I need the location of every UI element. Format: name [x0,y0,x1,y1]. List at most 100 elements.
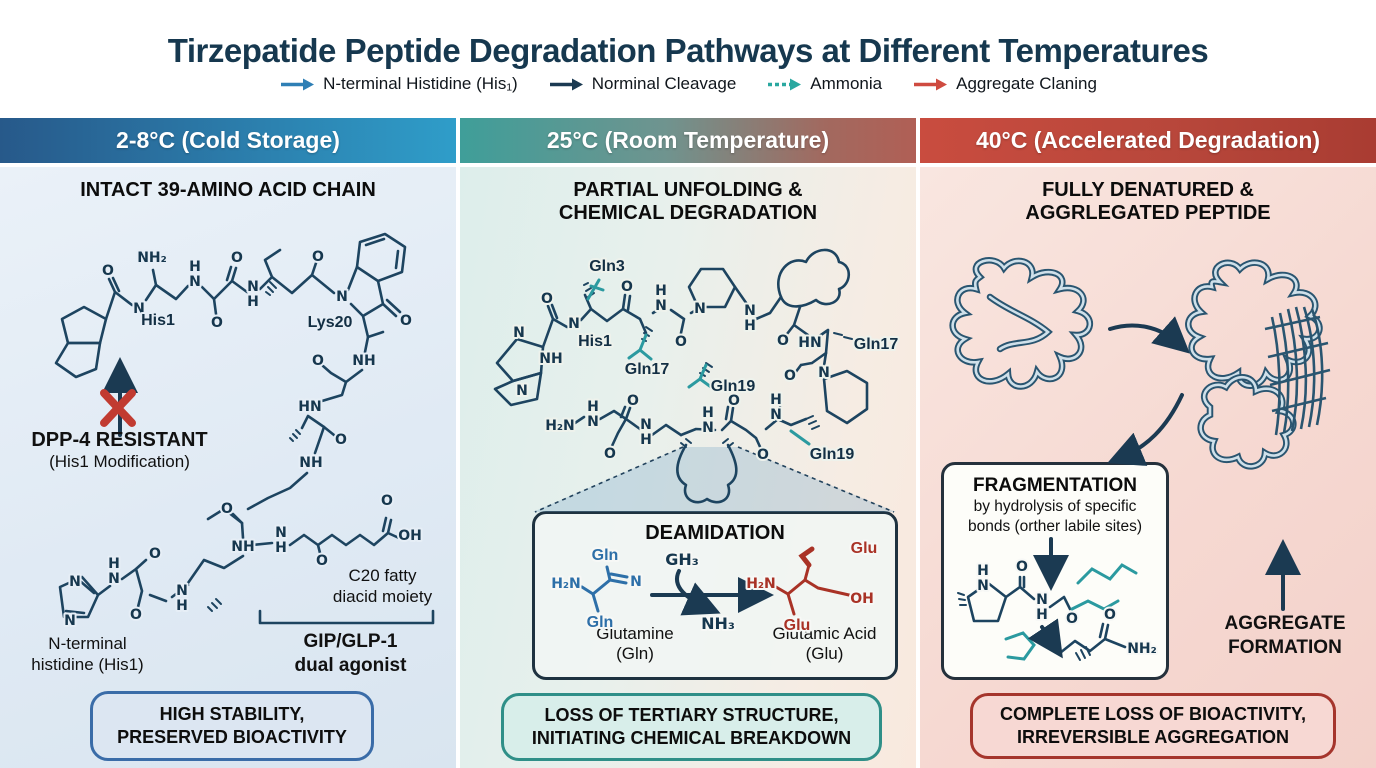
svg-text:O: O [675,334,687,350]
gln19-label: Gln19 [711,378,756,395]
svg-text:O: O [621,279,633,295]
svg-text:O: O [102,263,114,279]
subheader-cold: INTACT 39-AMINO ACID CHAIN [80,179,376,201]
svg-text:H: H [275,540,287,556]
molecule-intact-peptide: O NH₂ N His1 H N O O N H O N Lys20 O O N… [54,232,435,631]
header-cold-storage: 2-8°C (Cold Storage) [0,118,456,163]
svg-text:H: H [770,392,782,408]
status-cold-line2: PRESERVED BIOACTIVITY [117,727,347,747]
status-box-accelerated: COMPLETE LOSS OF BIOACTIVITY, IRREVERSIB… [970,693,1336,759]
gln-top-label: Gln [592,547,619,564]
gln19-label-2: Gln19 [810,446,855,463]
svg-text:N: N [702,420,714,436]
denature-arrow [1108,316,1190,354]
magnifier-cone-edges [534,446,895,513]
svg-text:N: N [275,525,287,541]
svg-text:N: N [630,574,642,590]
subheader-room: PARTIAL UNFOLDING & CHEMICAL DEGRADATION [460,179,916,225]
c20-line2: diacid moiety [332,587,433,607]
nterminal-annotation: N-terminal histidine (His1) [5,633,170,676]
glutamic-caption: Glutamic Acid (Glu) [757,624,892,665]
svg-text:H: H [744,318,756,334]
svg-text:OH: OH [850,591,874,607]
legend-label: N-terminal Histidine (His₁) [323,74,518,93]
glutamic-line1: Glutamic Acid [772,624,877,643]
legend-item-his: N-terminal Histidine (His₁) [279,74,518,94]
legend-label: Aggregate Claning [956,74,1097,93]
svg-text:O: O [335,432,347,448]
fragmentation-caption: by hydrolysis of specific bonds (orther … [944,497,1166,537]
nterm-line1: N-terminal [48,634,127,653]
svg-text:O: O [211,315,223,331]
svg-text:O: O [777,333,789,349]
svg-text:NH₂: NH₂ [137,250,167,266]
svg-text:O: O [757,447,769,463]
deamidation-title: DEAMIDATION [645,522,785,544]
c20-annotation: C20 fatty diacid moiety [310,565,455,608]
svg-text:HN: HN [798,335,821,351]
svg-text:N: N [587,414,599,430]
svg-text:H: H [247,294,259,310]
svg-text:O: O [221,501,233,517]
unfolded-coil [949,257,1093,390]
svg-text:N: N [770,407,782,423]
legend-item-cleavage: Norminal Cleavage [548,74,736,94]
svg-text:N: N [694,301,706,317]
gln-highlight-bonds [586,278,811,446]
svg-text:H: H [655,283,667,299]
columns: INTACT 39-AMINO ACID CHAIN DPP-4 RESISTA… [0,167,1376,768]
svg-text:O: O [312,249,324,265]
molecule-unfolding-peptide: N NH N O N His1 Gln3 O Gln17 H N O N N H… [493,248,900,636]
lys20-label: Lys20 [308,314,353,331]
svg-text:N: N [513,325,525,341]
header-room-temperature: 25°C (Room Temperature) [460,118,916,163]
glutamine-line2: (Gln) [616,644,654,664]
denatured-peptide-graphic: H N O N H O O NH₂ [949,257,1331,661]
svg-text:H: H [587,399,599,415]
svg-text:OH: OH [398,528,422,544]
glutamine-caption: Glutamine (Gln) [570,624,700,665]
header-accelerated: 40°C (Accelerated Degradation) [920,118,1376,163]
svg-text:O: O [231,250,243,266]
column-accelerated: FULLY DENATURED & AGGRLEGATED PEPTIDE FR… [920,167,1376,768]
column-headers: 2-8°C (Cold Storage) 25°C (Room Temperat… [0,118,1376,163]
page-title: Tirzepatide Peptide Degradation Pathways… [167,32,1209,70]
svg-text:O: O [604,446,616,462]
svg-text:N: N [568,316,580,332]
fragmentation-title: FRAGMENTATION [973,475,1137,496]
svg-text:N: N [640,417,652,433]
legend-item-ammonia: Ammonia [766,74,882,94]
c20-line1: C20 fatty [348,566,417,585]
svg-text:NH: NH [352,353,375,369]
svg-text:H₂N: H₂N [551,576,581,592]
gip-line1: GIP/GLP-1 [303,631,398,652]
glutamic-line2: (Glu) [805,644,844,664]
status-room-line1: LOSS OF TERTIARY STRUCTURE, [544,704,839,725]
svg-text:O: O [130,607,142,623]
status-box-room: LOSS OF TERTIARY STRUCTURE, INITIATING C… [501,693,882,761]
column-room-temperature: PARTIAL UNFOLDING & CHEMICAL DEGRADATION… [460,167,916,768]
svg-text:N: N [247,279,259,295]
svg-text:N: N [69,574,81,590]
svg-text:NH: NH [539,351,562,367]
glu-bottom-label: Glu [784,617,811,634]
svg-text:O: O [627,393,639,409]
red-arrow-icon [914,78,948,90]
svg-text:N: N [64,613,76,629]
glutamine-bonds [580,565,629,613]
svg-text:H: H [702,405,714,421]
svg-text:N: N [108,571,120,587]
blue-arrow-icon [281,78,315,90]
svg-text:H: H [640,432,652,448]
aggregate-tangle [1185,259,1331,470]
fragment-hash-marks [957,592,1091,661]
subheader-room-line1: PARTIAL UNFOLDING & [573,179,803,201]
gip-line2: dual agonist [294,654,407,676]
svg-text:N: N [818,365,830,381]
fragmentation-arrow [1107,393,1184,466]
glutamic-bonds [774,546,851,616]
gln-bottom-label: Gln [587,614,614,631]
subheader-room-line2: CHEMICAL DEGRADATION [558,202,818,224]
subheader-accelerated: FULLY DENATURED & AGGRLEGATED PEPTIDE [920,179,1376,225]
